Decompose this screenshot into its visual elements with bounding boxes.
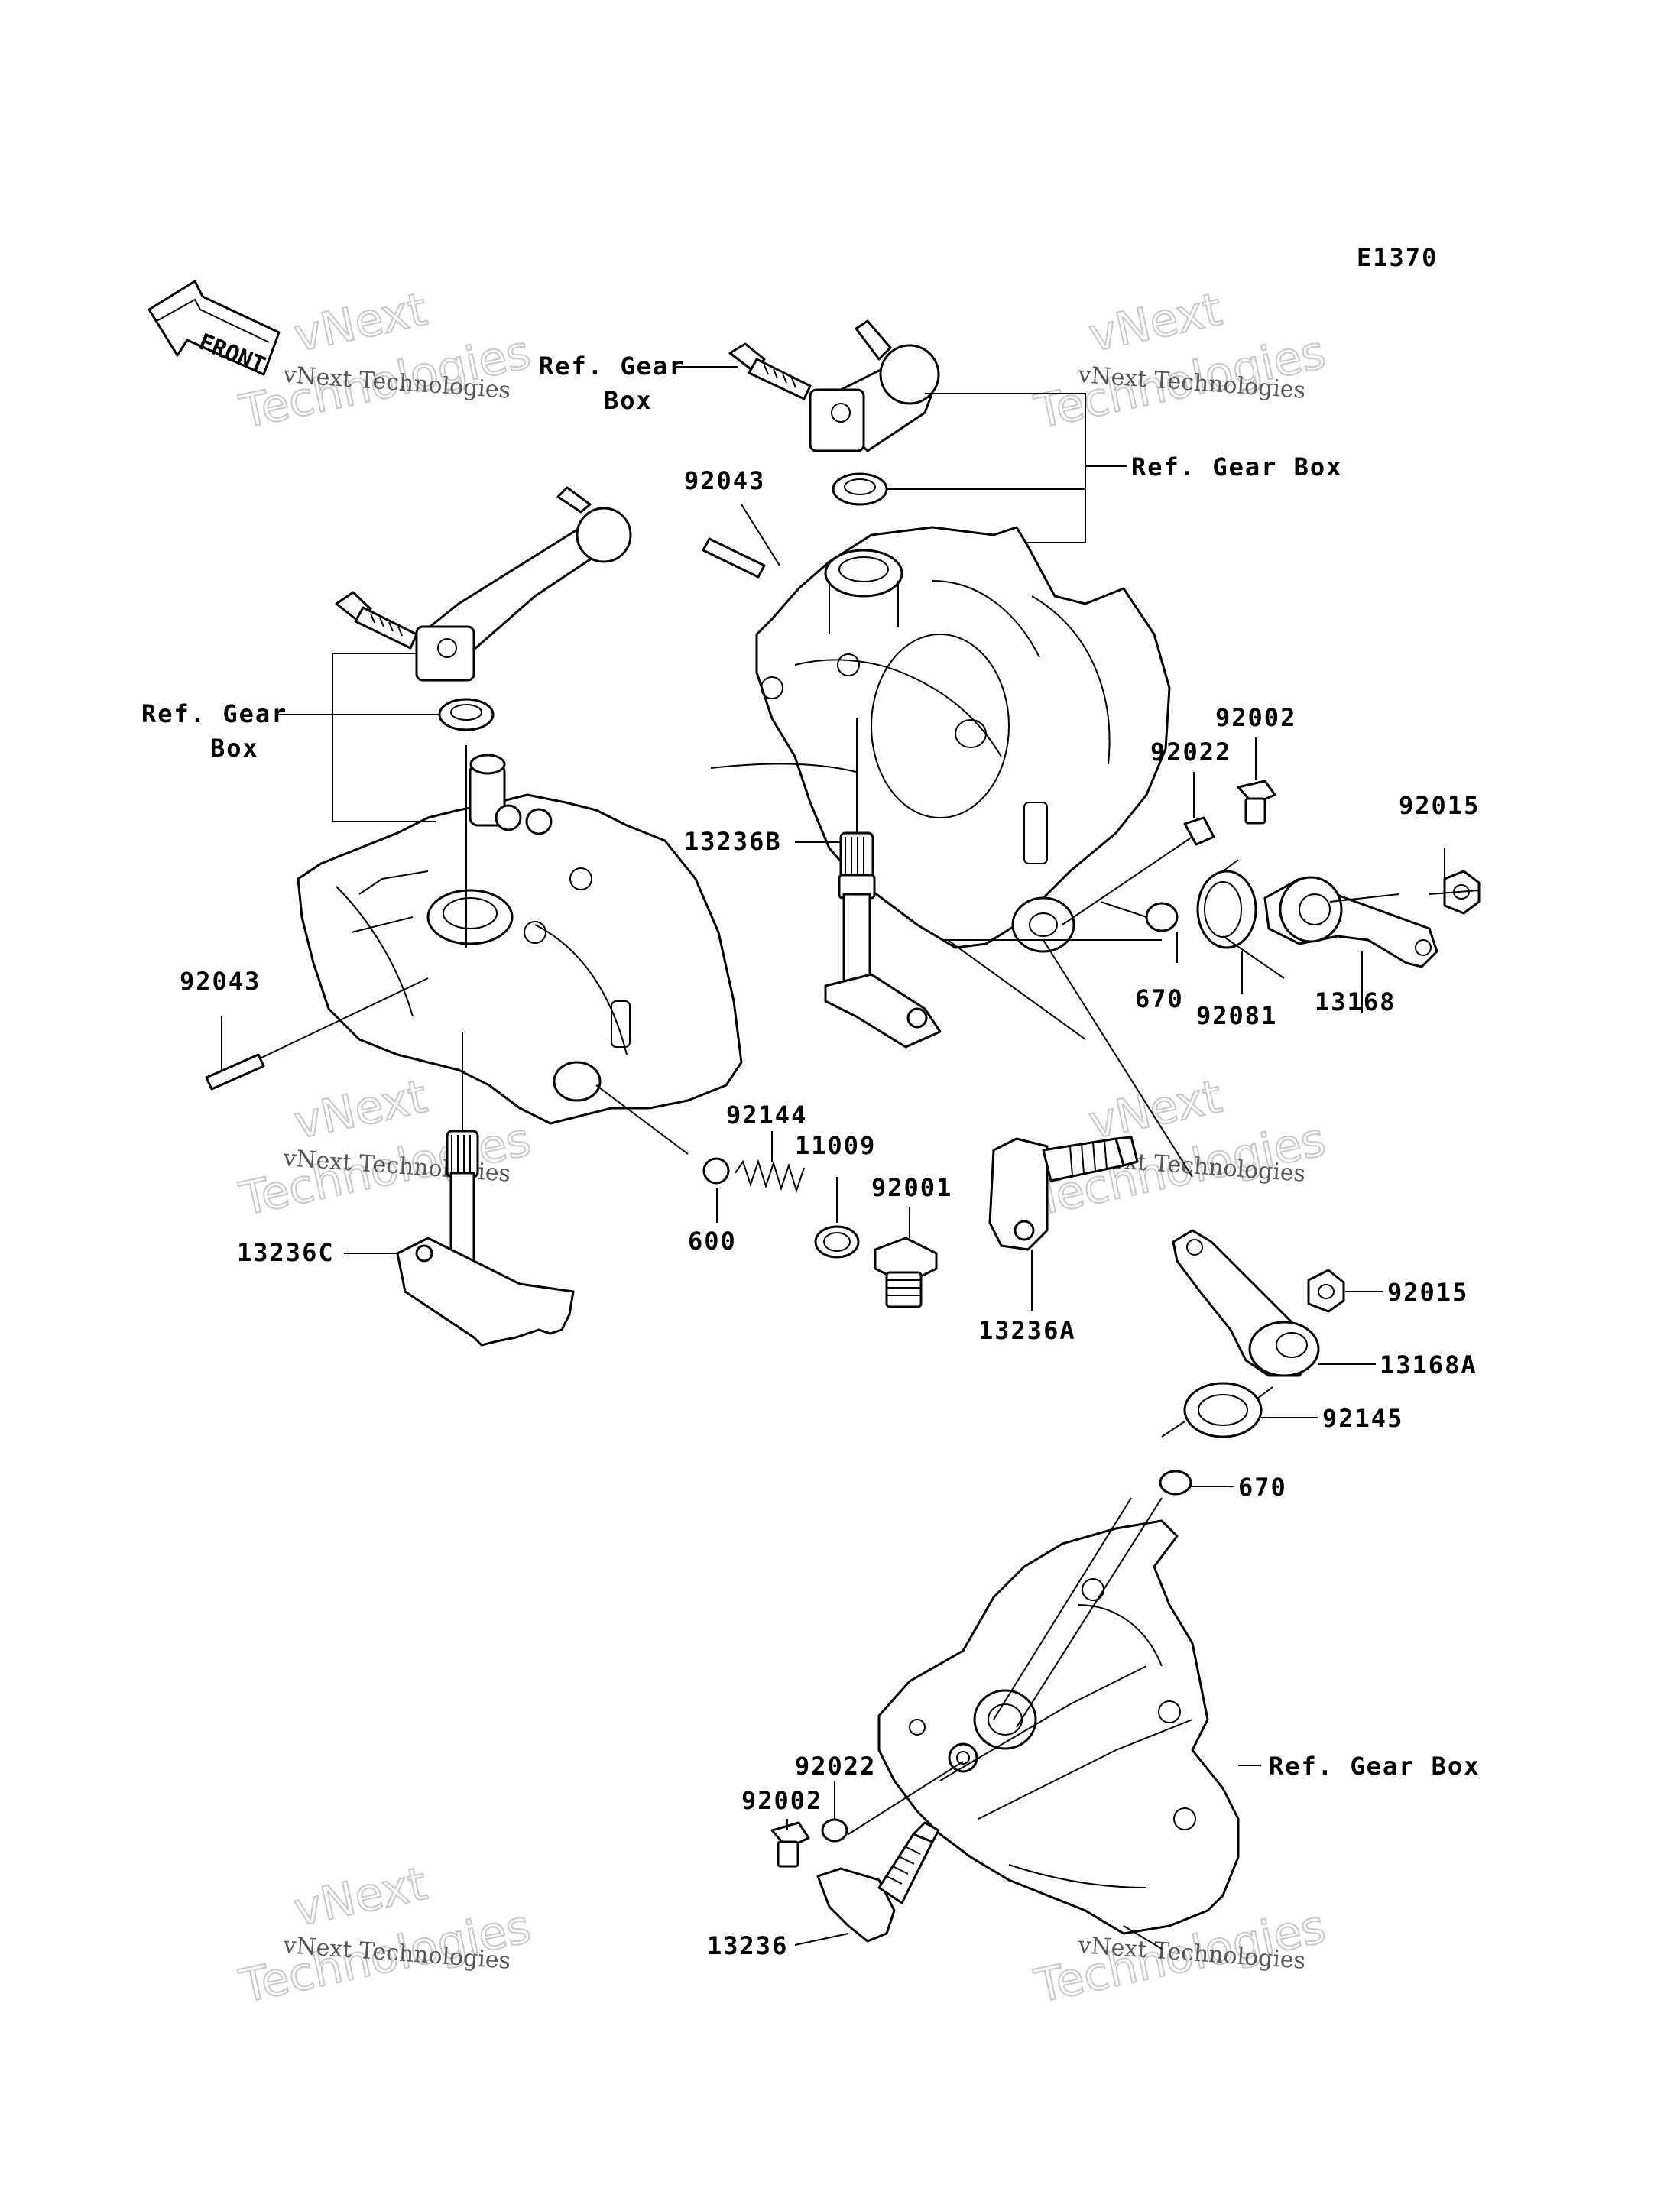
label-92015-top: 92015 <box>1399 791 1480 820</box>
upper-oil-seal <box>832 472 888 506</box>
plug-92001 <box>874 1237 938 1308</box>
label-92145: 92145 <box>1322 1404 1403 1433</box>
upper-shift-lever <box>809 319 940 452</box>
shift-shaft-13236B <box>824 831 942 1049</box>
upper-bolt <box>728 342 812 400</box>
upper-gear-case <box>710 526 1171 953</box>
washer-11009 <box>814 1225 860 1259</box>
label-refgear-top-l1: Ref. Gear <box>539 352 685 381</box>
watermark-top-left: vNext Technologies vNext Technologies <box>235 282 537 440</box>
left-gear-case <box>297 754 743 1125</box>
shift-shaft-13236 <box>816 1821 940 1943</box>
label-92002-bottom: 92002 <box>741 1786 822 1815</box>
bolt-92002-top <box>1237 780 1276 825</box>
label-13236C: 13236C <box>237 1238 335 1267</box>
left-shift-lever <box>415 486 632 682</box>
label-92022-top: 92022 <box>1150 737 1231 767</box>
watermark-top-right: vNext Technologies vNext Technologies <box>1030 282 1331 440</box>
label-11009: 11009 <box>795 1131 876 1160</box>
washer-92022-top <box>1183 816 1215 846</box>
label-92081: 92081 <box>1196 1001 1277 1030</box>
diagram-code: E1370 <box>1357 243 1438 272</box>
spring-92145 <box>1161 1382 1273 1438</box>
part-labels: Ref. Gear Box Ref. Gear Box 92043 Ref. G… <box>141 352 1480 1960</box>
lever-13168A <box>1172 1229 1320 1377</box>
label-refgear-top-l2: Box <box>604 386 653 415</box>
label-92043-top: 92043 <box>684 466 765 495</box>
label-670-top: 670 <box>1135 984 1184 1013</box>
label-13168: 13168 <box>1315 987 1396 1016</box>
label-refgear-bottom: Ref. Gear Box <box>1269 1752 1480 1781</box>
pin-92043-left <box>205 1053 265 1091</box>
spring-92081 <box>1196 859 1285 979</box>
bolt-92002-bottom <box>770 1821 810 1868</box>
label-refgear-right: Ref. Gear Box <box>1131 452 1342 481</box>
watermark-bottom-left: vNext Technologies vNext Technologies <box>235 1856 537 2015</box>
left-bolt <box>335 591 418 650</box>
label-13236B: 13236B <box>684 827 782 856</box>
label-670-bottom: 670 <box>1238 1473 1287 1502</box>
label-92002-top: 92002 <box>1215 703 1296 732</box>
label-refgear-left-l1: Ref. Gear <box>141 699 287 728</box>
lever-13168 <box>1263 876 1438 968</box>
label-92144: 92144 <box>726 1100 807 1130</box>
shift-shaft-13236C <box>396 1130 575 1347</box>
label-13168A: 13168A <box>1380 1350 1477 1379</box>
left-oil-seal <box>438 698 495 731</box>
label-92043-left: 92043 <box>180 967 261 996</box>
nut-92015-mid <box>1307 1269 1345 1313</box>
oring-670-top <box>1145 902 1179 932</box>
label-92001: 92001 <box>871 1173 952 1202</box>
label-92015-mid: 92015 <box>1387 1278 1468 1307</box>
label-refgear-left-l2: Box <box>210 734 259 763</box>
shift-shaft-13236A <box>988 1136 1139 1251</box>
label-13236: 13236 <box>707 1931 788 1960</box>
pin-92043-top <box>702 537 766 579</box>
detent-ball-600 <box>702 1157 730 1185</box>
oring-670-bottom <box>1159 1470 1192 1496</box>
watermark-mid-left: vNext Technologies vNext Technologies <box>235 1069 537 1227</box>
leader-lines <box>221 366 1480 1950</box>
label-92022-bottom: 92022 <box>795 1752 876 1781</box>
front-arrow-icon: FRONT <box>148 280 281 379</box>
label-13236A: 13236A <box>978 1316 1076 1345</box>
washer-92022-bottom <box>821 1818 848 1843</box>
label-600: 600 <box>688 1227 737 1256</box>
bottom-gear-case <box>877 1519 1240 1935</box>
detent-spring-92144 <box>735 1159 805 1194</box>
